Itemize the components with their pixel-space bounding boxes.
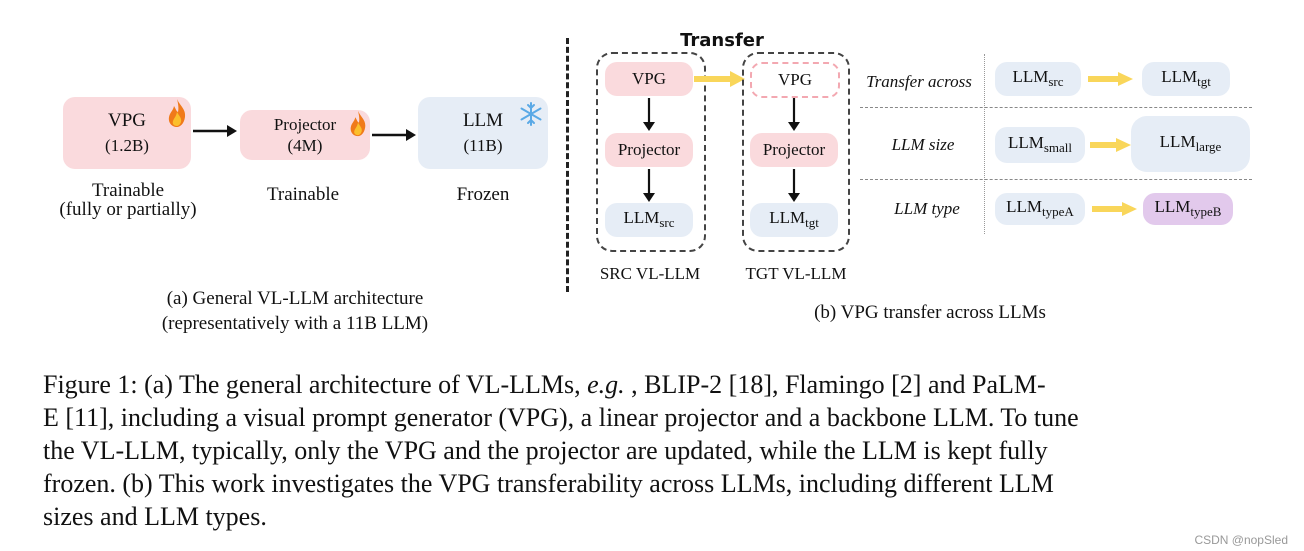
row3-to-box: LLMtypeB bbox=[1143, 193, 1233, 225]
llm-name: LLM bbox=[462, 110, 504, 131]
src-vl-llm-group bbox=[596, 52, 706, 252]
vpg-status-line2: (fully or partially) bbox=[59, 199, 197, 220]
row2-arrow bbox=[1090, 138, 1131, 152]
src-projector-box: Projector bbox=[605, 133, 693, 167]
llm-box: LLM (11B) bbox=[418, 97, 548, 169]
src-llm-label: LLMsrc bbox=[623, 207, 675, 230]
projector-size: (4M) bbox=[287, 135, 323, 155]
src-projector-label: Projector bbox=[617, 140, 681, 159]
right-caption: (b) VPG transfer across LLMs bbox=[814, 302, 1046, 323]
transfer-title: Transfer bbox=[680, 30, 764, 51]
tgt-projector-box: Projector bbox=[750, 133, 838, 167]
left-caption-line2: (representatively with a 11B LLM) bbox=[161, 313, 429, 334]
row-label-llm-size: LLM size bbox=[891, 135, 955, 154]
projector-box: Projector (4M) bbox=[240, 110, 370, 160]
src-vpg-box: VPG bbox=[605, 62, 693, 96]
watermark: CSDN @nopSled bbox=[1194, 533, 1288, 547]
tgt-arrow-down-2 bbox=[788, 169, 800, 202]
src-vpg-label: VPG bbox=[631, 69, 666, 88]
arrow-vpg-to-projector bbox=[193, 125, 237, 137]
transfer-arrow bbox=[694, 71, 745, 87]
llm-size: (11B) bbox=[463, 136, 503, 155]
row2-from-box: LLMsmall bbox=[995, 127, 1085, 163]
row1-from-box: LLMsrc bbox=[995, 62, 1081, 96]
caption-line-1: Figure 1: (a) The general architecture o… bbox=[43, 370, 1046, 399]
vpg-status-line1: Trainable bbox=[91, 180, 165, 201]
row1-arrow bbox=[1088, 72, 1133, 86]
row3-arrow bbox=[1092, 202, 1137, 216]
caption-line-4: frozen. (b) This work investigates the V… bbox=[43, 469, 1054, 498]
left-caption-line1: (a) General VL-LLM architecture bbox=[166, 288, 424, 309]
tgt-arrow-down-1 bbox=[788, 98, 800, 131]
fire-icon bbox=[350, 110, 366, 137]
src-group-label: SRC VL-LLM bbox=[599, 264, 701, 283]
tgt-vl-llm-group bbox=[742, 52, 850, 252]
tgt-projector-label: Projector bbox=[762, 140, 826, 159]
snowflake-icon bbox=[520, 102, 542, 126]
vpg-size: (1.2B) bbox=[105, 136, 149, 155]
projector-name: Projector bbox=[273, 114, 337, 134]
row-label-transfer-across: Transfer across bbox=[866, 72, 972, 91]
table-vertical-divider bbox=[984, 54, 985, 234]
caption-line-5: sizes and LLM types. bbox=[43, 502, 267, 531]
panel-divider bbox=[566, 38, 569, 292]
src-arrow-down-1 bbox=[643, 98, 655, 131]
tgt-vpg-box: VPG bbox=[750, 62, 840, 98]
caption-line-3: the VL-LLM, typically, only the VPG and … bbox=[43, 436, 1048, 465]
row3-from-box: LLMtypeA bbox=[995, 193, 1085, 225]
src-arrow-down-2 bbox=[643, 169, 655, 202]
row1-to-box: LLMtgt bbox=[1142, 62, 1230, 96]
table-row-divider-2 bbox=[860, 179, 1252, 180]
arrow-projector-to-llm bbox=[372, 129, 416, 141]
row-label-llm-type: LLM type bbox=[894, 199, 960, 218]
llm-status: Frozen bbox=[456, 184, 510, 205]
tgt-llm-label: LLMtgt bbox=[769, 207, 819, 230]
tgt-vpg-label: VPG bbox=[777, 70, 812, 89]
tgt-group-label: TGT VL-LLM bbox=[745, 264, 847, 283]
row2-to-box: LLMlarge bbox=[1131, 116, 1250, 172]
vpg-box: VPG (1.2B) bbox=[63, 97, 191, 169]
projector-status: Trainable bbox=[266, 184, 340, 205]
vpg-name: VPG bbox=[107, 110, 146, 131]
table-row-divider-1 bbox=[860, 107, 1252, 108]
src-llm-box: LLMsrc bbox=[605, 203, 693, 237]
tgt-llm-box: LLMtgt bbox=[750, 203, 838, 237]
fire-icon bbox=[168, 99, 186, 127]
caption-line-2: E [11], including a visual prompt genera… bbox=[43, 403, 1079, 432]
